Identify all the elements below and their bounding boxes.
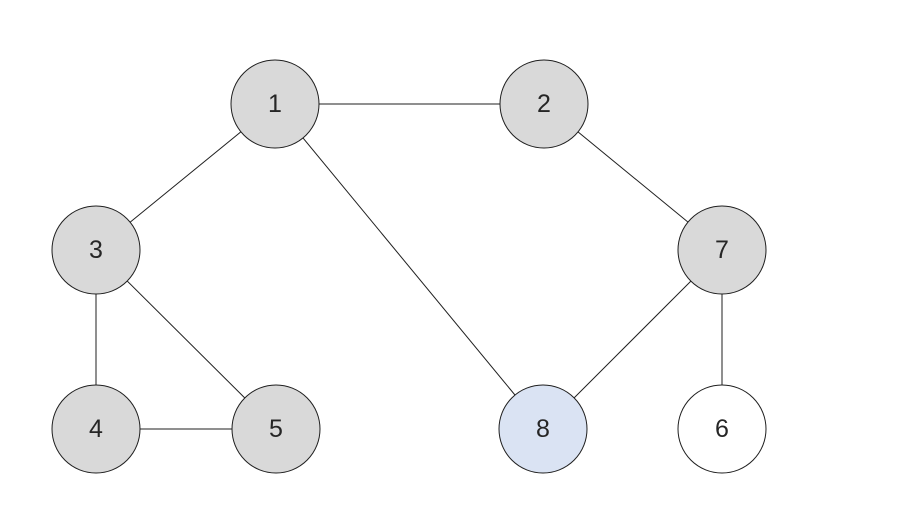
edge-1-8 (274, 103, 544, 430)
node-label-5: 5 (269, 415, 283, 443)
node-5 (231, 384, 321, 474)
node-label-3: 3 (89, 236, 103, 264)
node-7 (677, 205, 767, 295)
node-label-2: 2 (537, 90, 551, 118)
node-8 (498, 384, 588, 474)
node-6 (677, 384, 767, 474)
node-1 (230, 59, 320, 149)
node-label-7: 7 (715, 236, 729, 264)
node-3 (51, 205, 141, 295)
node-label-6: 6 (715, 415, 729, 443)
node-label-8: 8 (536, 415, 550, 443)
node-label-1: 1 (268, 90, 282, 118)
node-2 (499, 59, 589, 149)
node-4 (51, 384, 141, 474)
node-label-4: 4 (89, 415, 103, 443)
